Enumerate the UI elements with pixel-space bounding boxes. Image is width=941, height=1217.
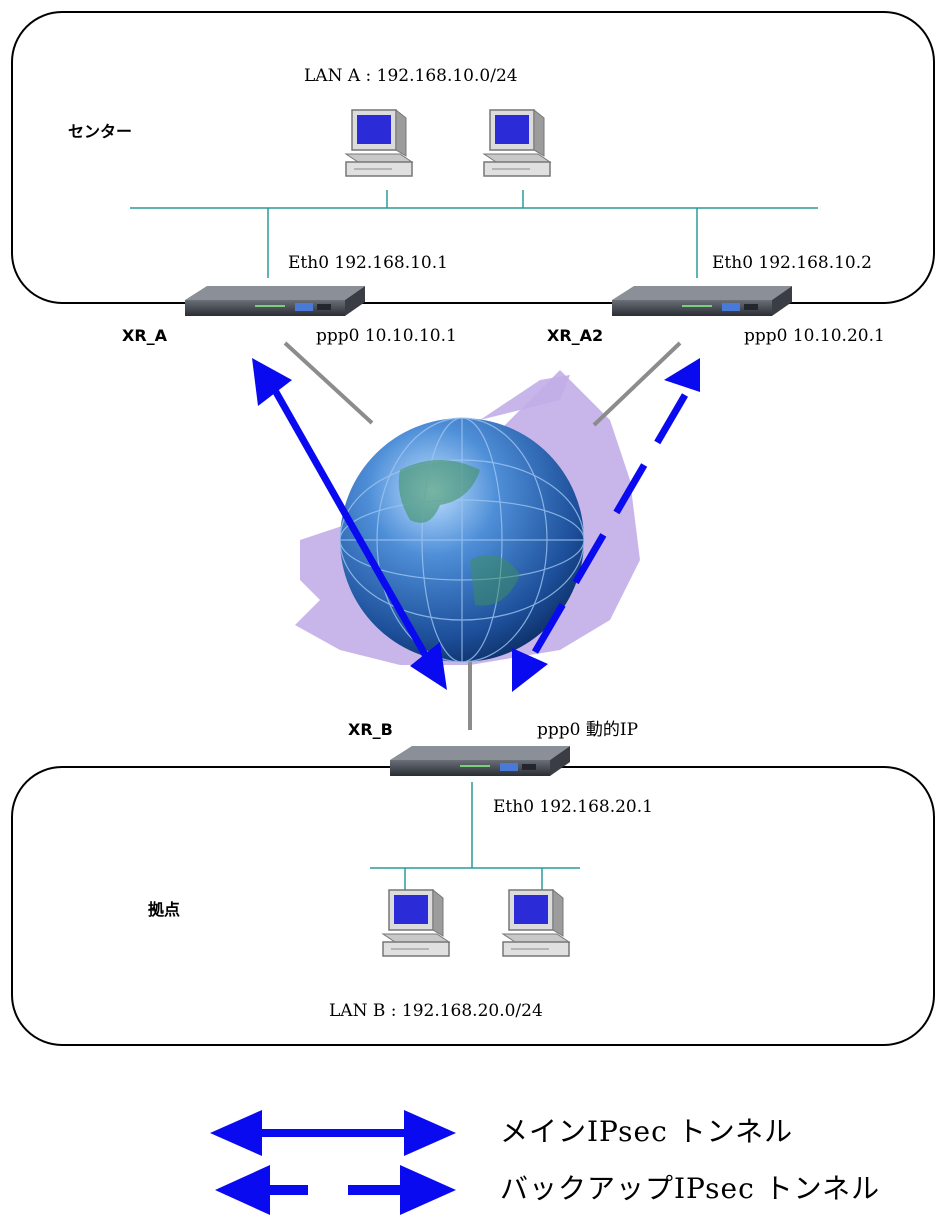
branch-site-label: 拠点 — [148, 900, 181, 919]
wan-line-xr-a2 — [592, 341, 682, 427]
xr-b-name: XR_B — [348, 720, 393, 739]
xr-a-name: XR_A — [122, 326, 168, 345]
main-tunnel-arrowhead-bottom — [410, 642, 447, 690]
legend-main-arrow — [210, 1110, 456, 1156]
legend-main-label: メインIPsec トンネル — [500, 1115, 794, 1148]
router-xr-a2 — [612, 286, 792, 316]
main-tunnel-line — [268, 383, 431, 660]
legend-backup-arrow — [215, 1165, 456, 1215]
router-xr-a — [185, 286, 365, 316]
lan-a-pc-2 — [483, 109, 551, 177]
xr-a2-eth0-label: Eth0 192.168.10.2 — [712, 253, 872, 273]
backup-tunnel-arrowhead-top — [664, 358, 700, 392]
lan-a-pc-1 — [345, 109, 413, 177]
backup-tunnel-arrowhead-bottom — [512, 648, 548, 692]
center-site-box — [11, 11, 935, 304]
lan-a-label: LAN A : 192.168.10.0/24 — [304, 66, 518, 86]
lan-b-label: LAN B : 192.168.20.0/24 — [329, 1001, 543, 1021]
xr-b-ppp0-label: ppp0 動的IP — [537, 720, 639, 740]
router-xr-b — [390, 746, 570, 776]
xr-a-ppp0-label: ppp0 10.10.10.1 — [316, 326, 457, 346]
xr-a-eth0-label: Eth0 192.168.10.1 — [288, 253, 448, 273]
globe-icon — [339, 417, 585, 663]
lan-b-pc-1 — [382, 889, 450, 957]
lan-b-pc-2 — [502, 889, 570, 957]
wan-line-xr-a — [283, 341, 374, 425]
xr-a2-name: XR_A2 — [547, 326, 604, 345]
center-site-label: センター — [68, 122, 133, 141]
xr-b-eth0-label: Eth0 192.168.20.1 — [493, 797, 653, 817]
legend-backup-label: バックアップIPsec トンネル — [500, 1172, 881, 1205]
xr-a2-ppp0-label: ppp0 10.10.20.1 — [744, 326, 885, 346]
backup-tunnel-line — [531, 393, 689, 654]
main-tunnel-arrowhead-top — [252, 358, 292, 406]
